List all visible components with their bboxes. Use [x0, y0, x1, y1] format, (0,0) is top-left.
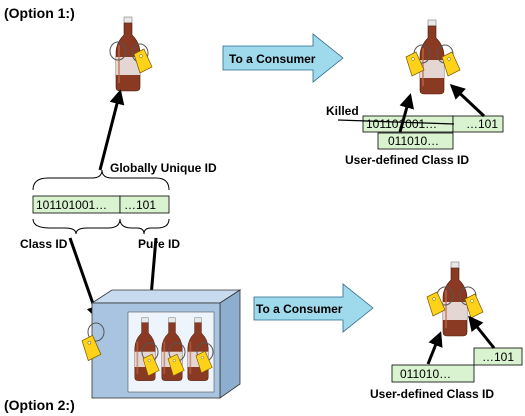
top-right-id-boxes: 101101001… …101 011010… [337, 115, 504, 150]
class-id-label: Class ID [20, 237, 68, 251]
to-consumer-label-bottom: To a Consumer [256, 302, 343, 316]
pure-id-label: Pure ID [138, 237, 180, 251]
arrow-bottom-pure-to-bottle [468, 315, 496, 349]
killed-strikethrough [337, 119, 455, 125]
arrow-to-option1-bottle [98, 89, 125, 171]
user-defined-class-id-top: User-defined Class ID [345, 153, 469, 167]
bottle-consumer-top [405, 19, 461, 95]
globally-unique-id-box: 101101001… …101 [32, 195, 170, 214]
upper-brace [32, 169, 170, 191]
bottle-option1 [109, 16, 153, 92]
option1-label: (Option 1:) [4, 5, 75, 21]
middle-class-part: 101101001… [36, 198, 107, 212]
bottom-class-part: 011010… [400, 367, 451, 381]
option2-label: (Option 2:) [4, 397, 75, 413]
top-class-part: 011010… [388, 134, 439, 148]
to-consumer-label-top: To a Consumer [229, 52, 316, 66]
globally-unique-id-label: Globally Unique ID [110, 161, 217, 175]
pure-id-brace [119, 218, 170, 235]
killed-label: Killed [326, 104, 359, 118]
to-consumer-arrow-top: To a Consumer [222, 33, 344, 83]
class-id-brace [32, 218, 121, 235]
bottom-right-id-boxes: …101 011010… [391, 347, 523, 383]
middle-pure-part: …101 [124, 198, 156, 212]
bottom-pure-part: …101 [482, 350, 514, 364]
arrow-top-class-to-bottle [398, 93, 415, 133]
case-of-bottles [81, 289, 242, 399]
arrow-bottom-class-to-bottle [426, 331, 443, 365]
user-defined-class-id-bottom: User-defined Class ID [370, 387, 494, 401]
top-pure-part: …101 [466, 117, 498, 131]
arrow-top-pure-to-bottle [449, 83, 486, 118]
to-consumer-arrow-bottom: To a Consumer [253, 283, 374, 333]
